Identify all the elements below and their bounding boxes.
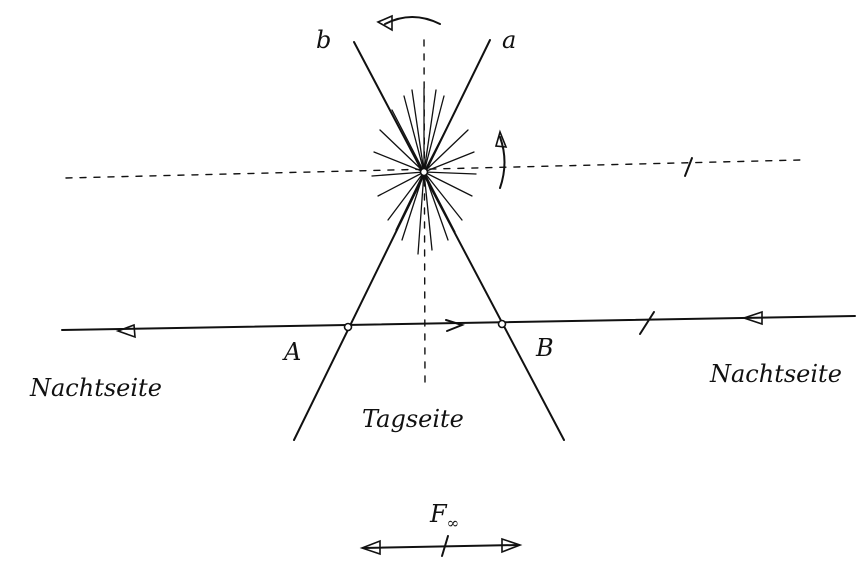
- point-B: [497, 319, 507, 329]
- force-symbol: F: [430, 500, 447, 528]
- starburst: [371, 87, 477, 255]
- force-line: [363, 544, 519, 549]
- label-point-A: A: [284, 338, 302, 366]
- rotation-arrow-top: [384, 16, 441, 25]
- force-subscript: ∞: [446, 514, 460, 532]
- label-night-left: Nachtseite: [30, 374, 162, 402]
- label-b: b: [316, 26, 332, 54]
- arrowhead-center: [445, 319, 465, 332]
- arrowhead-right: [741, 310, 763, 326]
- point-A: [343, 322, 353, 332]
- arrowhead-left: [115, 323, 136, 339]
- force-arrowhead-left: [359, 539, 381, 556]
- label-a: a: [502, 26, 517, 54]
- center-point: [419, 167, 429, 177]
- label-point-B: B: [536, 334, 554, 362]
- force-tick: [441, 535, 449, 557]
- rotation-arrowhead-right: [494, 129, 508, 148]
- orbit-tick: [639, 311, 655, 335]
- label-night-right: Nachtseite: [710, 360, 842, 388]
- label-force: F∞: [430, 500, 459, 532]
- line-b: [353, 41, 565, 441]
- force-arrowhead-right: [501, 537, 523, 554]
- rotation-arrowhead-top: [376, 14, 393, 32]
- axis-tick: [684, 157, 693, 177]
- rotation-arrow-right: [499, 136, 506, 189]
- line-a: [293, 39, 491, 441]
- label-day: Tagseite: [362, 405, 464, 433]
